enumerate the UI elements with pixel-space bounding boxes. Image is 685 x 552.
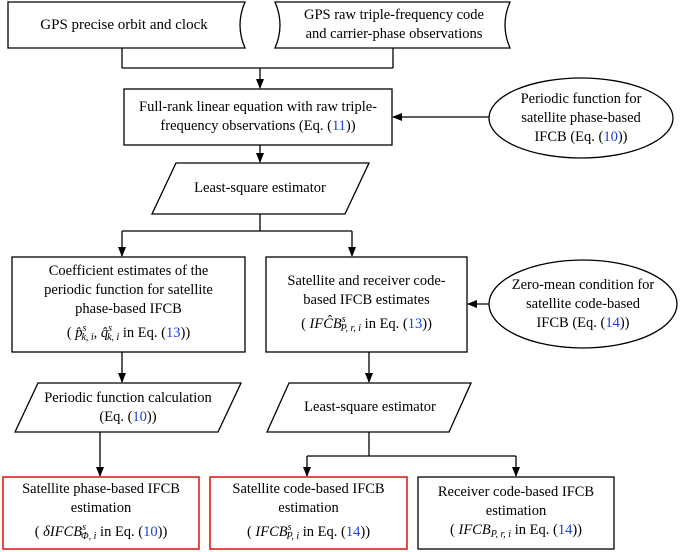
- satellite-receiver-box: [265, 256, 468, 353]
- gps-raw-shape: [274, 1, 511, 49]
- periodic-fn-line3-pre: IFCB (Eq. (: [534, 128, 604, 145]
- coef-var-p: p̂: [75, 325, 83, 341]
- coef-sep: ,: [93, 325, 98, 341]
- recv-code-line1: Receiver code-based IFCB: [437, 483, 595, 500]
- sat-recv-line2: based IFCB estimates: [303, 291, 430, 308]
- sat-code-line2: estimation: [278, 500, 339, 516]
- sat-code-eq-link[interactable]: 14: [345, 524, 361, 540]
- satellite-phase-box: [2, 476, 200, 550]
- gps-orbit-shape: [7, 1, 246, 49]
- sat-phase-eq-link[interactable]: 10: [143, 524, 158, 540]
- receiver-code-node: Receiver code-based IFCB estimation ( IF…: [418, 477, 614, 549]
- recv-code-line2: estimation: [485, 502, 547, 519]
- full-rank-line2-pre: frequency observations (Eq. (: [160, 118, 332, 134]
- sat-recv-eq-link[interactable]: 13: [407, 315, 423, 332]
- coef-line4-mid: in Eq. (: [122, 325, 166, 341]
- zero-mean-eq-link[interactable]: 14: [605, 314, 620, 331]
- sat-code-line3-post: )): [360, 524, 371, 540]
- coef-var-q: q̂: [100, 325, 109, 341]
- satellite-code-node: Satellite code-based IFCB estimation ( I…: [210, 477, 407, 549]
- coef-line4-post: )): [180, 325, 191, 341]
- lsq1-text: Least-square estimator: [194, 180, 326, 196]
- coef-var-q-sub: k, i: [107, 332, 120, 343]
- zero-mean-line1: Zero-mean condition for: [511, 276, 655, 293]
- satellite-code-box: [209, 476, 408, 550]
- satellite-phase-node: Satellite phase-based IFCB estimation ( …: [3, 477, 199, 549]
- gps-orbit-node: GPS precise orbit and clock: [8, 2, 240, 48]
- sat-phase-line2: estimation: [70, 500, 132, 516]
- periodic-fn-line2: satellite phase-based: [521, 109, 641, 126]
- recv-code-line3-mid: in Eq. (: [514, 521, 558, 538]
- coef-line2: periodic function for satellite: [44, 282, 213, 298]
- periodic-fn-line1: Periodic function for: [520, 90, 642, 107]
- periodic-calc-parallelogram: [13, 382, 243, 433]
- gps-raw-line1: GPS raw triple-frequency code: [304, 7, 484, 23]
- sat-recv-line3-post: )): [422, 315, 432, 332]
- sat-phase-line3-mid: in Eq. (: [100, 524, 144, 540]
- sat-recv-var: IFĈB: [309, 315, 342, 332]
- sat-phase-var-sub: Φ, i: [81, 531, 97, 542]
- periodic-calc-line2-pre: (Eq. (: [99, 408, 133, 425]
- sat-recv-var-sup: s: [341, 313, 346, 325]
- sat-phase-line3-post: )): [157, 524, 168, 540]
- coef-var-q-sup: s: [108, 323, 113, 334]
- full-rank-line1: Full-rank linear equation with raw tripl…: [139, 99, 377, 115]
- periodic-fn-eq-link[interactable]: 10: [603, 128, 618, 145]
- sat-code-line1: Satellite code-based IFCB: [232, 481, 385, 497]
- sat-code-var-sub: P, i: [286, 531, 300, 542]
- zero-mean-line3-post: )): [619, 314, 630, 331]
- lsq2-text: Least-square estimator: [304, 399, 436, 415]
- sat-recv-line3-mid: in Eq. (: [364, 315, 408, 332]
- full-rank-box: [123, 88, 393, 146]
- zero-mean-node: Zero-mean condition for satellite code-b…: [495, 272, 671, 336]
- periodic-fn-line3-post: )): [617, 128, 628, 145]
- sat-phase-open: (: [34, 524, 40, 540]
- coefficient-box: [11, 256, 246, 353]
- coef-line3: phase-based IFCB: [75, 301, 182, 317]
- coefficient-node: Coefficient estimates of the periodic fu…: [12, 257, 245, 352]
- sat-code-var: IFCB: [255, 524, 288, 540]
- zero-mean-line3-pre: IFCB (Eq. (: [536, 314, 606, 331]
- lsq2-parallelogram: [265, 382, 473, 433]
- coef-var-p-sub: k, i: [81, 332, 94, 343]
- recv-code-var-sub: P, r, i: [490, 528, 512, 540]
- gps-raw-line2: and carrier-phase observations: [305, 26, 483, 42]
- sat-recv-open: (: [301, 315, 306, 332]
- sat-phase-var: δIFCB: [43, 524, 83, 540]
- coef-open: (: [66, 325, 72, 341]
- coef-var-p-sup: s: [82, 323, 87, 334]
- lsq1-node: Least-square estimator: [160, 163, 360, 214]
- gps-orbit-text: GPS precise orbit and clock: [40, 16, 208, 33]
- satellite-receiver-node: Satellite and receiver code- based IFCB …: [266, 257, 467, 352]
- zero-mean-line2: satellite code-based: [526, 295, 640, 312]
- periodic-calc-eq-link[interactable]: 10: [132, 408, 147, 425]
- recv-code-line3-post: )): [572, 521, 582, 538]
- full-rank-line2-post: )): [345, 118, 356, 134]
- periodic-calc-line2-post: )): [146, 408, 157, 425]
- sat-recv-line1: Satellite and receiver code-: [287, 272, 446, 289]
- periodic-function-node: Periodic function for satellite phase-ba…: [495, 86, 667, 150]
- recv-code-open: (: [450, 521, 455, 538]
- sat-phase-line1: Satellite phase-based IFCB: [22, 481, 180, 497]
- recv-code-eq-link[interactable]: 14: [557, 521, 573, 538]
- periodic-calc-node: Periodic function calculation (Eq. (10)): [22, 383, 234, 432]
- periodic-calc-line1: Periodic function calculation: [44, 389, 212, 406]
- coef-line1: Coefficient estimates of the: [48, 263, 209, 279]
- full-rank-eq-link[interactable]: 11: [331, 118, 346, 134]
- sat-code-open: (: [246, 524, 252, 540]
- lsq2-node: Least-square estimator: [275, 383, 465, 432]
- periodic-function-ellipse: [488, 77, 674, 159]
- receiver-code-box: [417, 476, 615, 550]
- lsq1-parallelogram: [150, 162, 371, 215]
- sat-code-var-sup: s: [287, 522, 292, 533]
- sat-phase-var-sup: s: [82, 522, 87, 533]
- gps-raw-node: GPS raw triple-frequency code and carrie…: [282, 2, 506, 48]
- sat-recv-var-sub: P, r, i: [340, 322, 362, 334]
- coef-eq-link[interactable]: 13: [166, 325, 181, 341]
- sat-code-line3-mid: in Eq. (: [302, 524, 346, 540]
- full-rank-node: Full-rank linear equation with raw tripl…: [124, 89, 392, 145]
- recv-code-var: IFCB: [458, 521, 491, 538]
